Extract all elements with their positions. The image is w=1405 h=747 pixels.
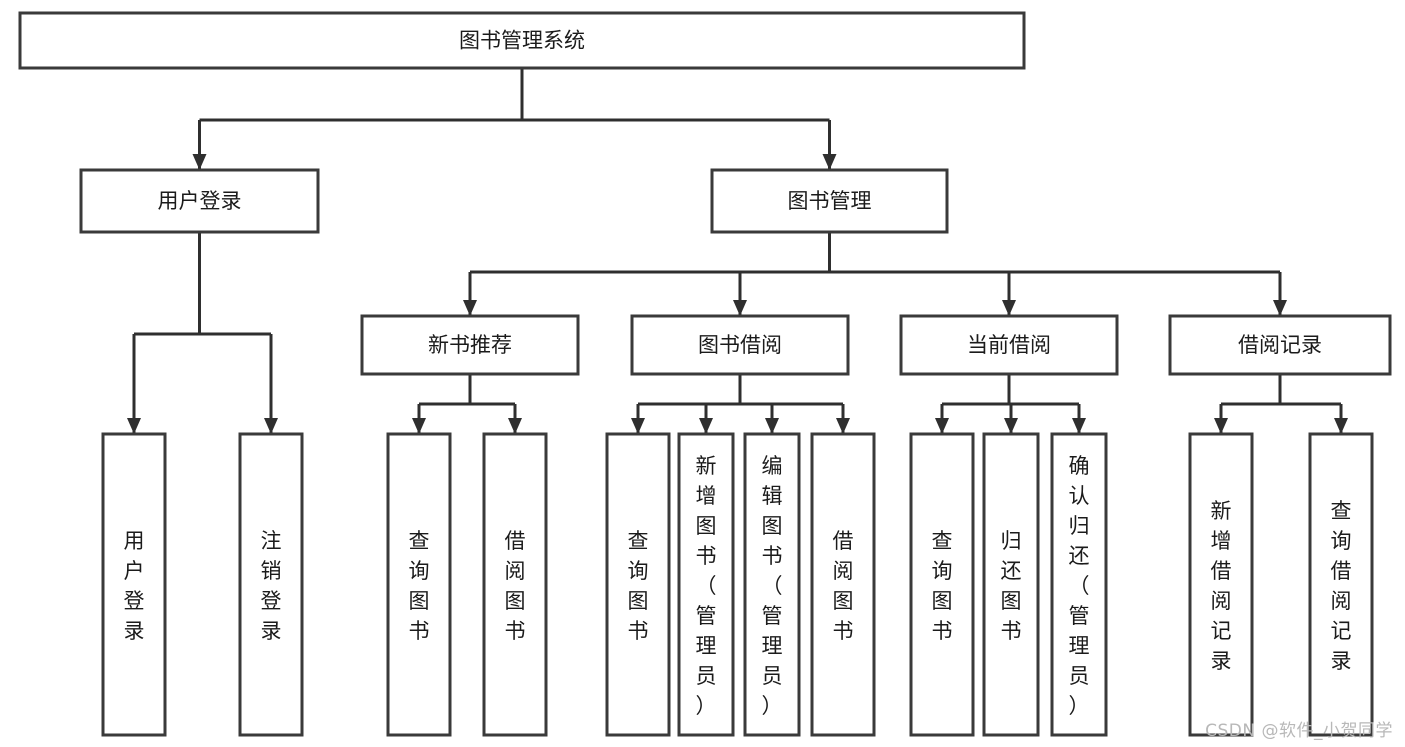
node-current-borrow[interactable]: 当前借阅 [899,314,1119,376]
node-label-leaf-return-book: 归还图书 [1001,529,1022,643]
connector-group-root [192,68,837,170]
node-leaf-query-book-2[interactable]: 查询图书 [605,432,671,737]
arrow-head-icon [935,418,949,434]
node-label-leaf-query-book-3: 查询图书 [932,529,953,643]
connector-group-new_book_rec [412,374,522,434]
arrow-head-icon [264,418,278,434]
arrow-head-icon [631,418,645,434]
node-box-new-book-rec[interactable] [360,314,580,376]
node-label-leaf-confirm-return: 确认归还（管理员） [1069,454,1090,718]
node-box-leaf-confirm-return[interactable] [1050,432,1108,737]
node-layer: 图书管理系统用户登录图书管理新书推荐图书借阅当前借阅借阅记录用户登录注销登录查询… [18,11,1392,737]
node-label-root: 图书管理系统 [459,29,585,53]
node-box-leaf-user-login[interactable] [101,432,167,737]
node-label-leaf-logout: 注销登录 [261,529,282,643]
node-box-leaf-edit-book[interactable] [743,432,801,737]
connector-group-current_borrow [935,374,1086,434]
node-leaf-query-book-3[interactable]: 查询图书 [909,432,975,737]
arrow-head-icon [1002,300,1016,316]
node-book-manage[interactable]: 图书管理 [710,168,949,234]
node-book-borrow[interactable]: 图书借阅 [630,314,850,376]
connector-group-borrow_record [1214,374,1348,434]
node-box-leaf-query-record[interactable] [1308,432,1374,737]
node-user-login[interactable]: 用户登录 [79,168,320,234]
node-leaf-user-login[interactable]: 用户登录 [101,432,167,737]
node-borrow-record[interactable]: 借阅记录 [1168,314,1392,376]
node-box-leaf-borrow-book-2[interactable] [810,432,876,737]
node-label-leaf-query-record: 查询借阅记录 [1331,499,1352,673]
node-box-leaf-query-book-3[interactable] [909,432,975,737]
connector-group-book_manage [463,232,1287,316]
node-label-leaf-borrow-book-1: 借阅图书 [505,529,526,643]
node-leaf-confirm-return[interactable]: 确认归还（管理员） [1050,432,1108,737]
arrow-head-icon [127,418,141,434]
node-leaf-edit-book[interactable]: 编辑图书（管理员） [743,432,801,737]
arrow-head-icon [1214,418,1228,434]
node-label-leaf-edit-book: 编辑图书（管理员） [762,454,783,718]
node-box-leaf-add-record[interactable] [1188,432,1254,737]
node-box-leaf-query-book-2[interactable] [605,432,671,737]
node-leaf-borrow-book-2[interactable]: 借阅图书 [810,432,876,737]
arrow-head-icon [412,418,426,434]
arrow-head-icon [508,418,522,434]
arrow-head-icon [1072,418,1086,434]
node-label-leaf-add-book: 新增图书（管理员） [696,454,717,718]
arrow-head-icon [463,300,477,316]
connector-group-user_login [127,232,278,434]
node-label-book-manage: 图书管理 [788,189,872,213]
node-label-leaf-query-book-2: 查询图书 [628,529,649,643]
node-box-leaf-query-book-1[interactable] [386,432,452,737]
node-box-user-login[interactable] [79,168,320,234]
arrow-head-icon [836,418,850,434]
connector-group-book_borrow [631,374,850,434]
node-label-book-borrow: 图书借阅 [698,333,782,357]
arrow-head-icon [733,300,747,316]
node-label-current-borrow: 当前借阅 [967,333,1051,357]
arrow-head-icon [192,154,207,170]
node-label-user-login: 用户登录 [158,189,242,213]
node-new-book-rec[interactable]: 新书推荐 [360,314,580,376]
node-leaf-logout[interactable]: 注销登录 [238,432,304,737]
node-box-leaf-borrow-book-1[interactable] [482,432,548,737]
node-leaf-add-book[interactable]: 新增图书（管理员） [677,432,735,737]
node-label-leaf-query-book-1: 查询图书 [409,529,430,643]
node-label-borrow-record: 借阅记录 [1238,333,1322,357]
node-box-root[interactable] [18,11,1026,70]
arrow-head-icon [1334,418,1348,434]
arrow-head-icon [822,154,837,170]
node-label-new-book-rec: 新书推荐 [428,333,512,357]
node-leaf-add-record[interactable]: 新增借阅记录 [1188,432,1254,737]
node-leaf-query-record[interactable]: 查询借阅记录 [1308,432,1374,737]
connector-layer [127,68,1348,434]
node-box-book-borrow[interactable] [630,314,850,376]
arrow-head-icon [765,418,779,434]
arrow-head-icon [1273,300,1287,316]
arrow-head-icon [699,418,713,434]
node-box-leaf-return-book[interactable] [982,432,1040,737]
node-label-leaf-user-login: 用户登录 [124,529,145,643]
node-box-book-manage[interactable] [710,168,949,234]
node-box-borrow-record[interactable] [1168,314,1392,376]
node-root[interactable]: 图书管理系统 [18,11,1026,70]
node-label-leaf-borrow-book-2: 借阅图书 [833,529,854,643]
node-label-leaf-add-record: 新增借阅记录 [1211,499,1232,673]
node-box-current-borrow[interactable] [899,314,1119,376]
node-box-leaf-add-book[interactable] [677,432,735,737]
node-leaf-return-book[interactable]: 归还图书 [982,432,1040,737]
node-leaf-query-book-1[interactable]: 查询图书 [386,432,452,737]
arrow-head-icon [1004,418,1018,434]
csdn-watermark: CSDN @软件_小贺同学 [1205,721,1393,741]
node-box-leaf-logout[interactable] [238,432,304,737]
node-leaf-borrow-book-1[interactable]: 借阅图书 [482,432,548,737]
